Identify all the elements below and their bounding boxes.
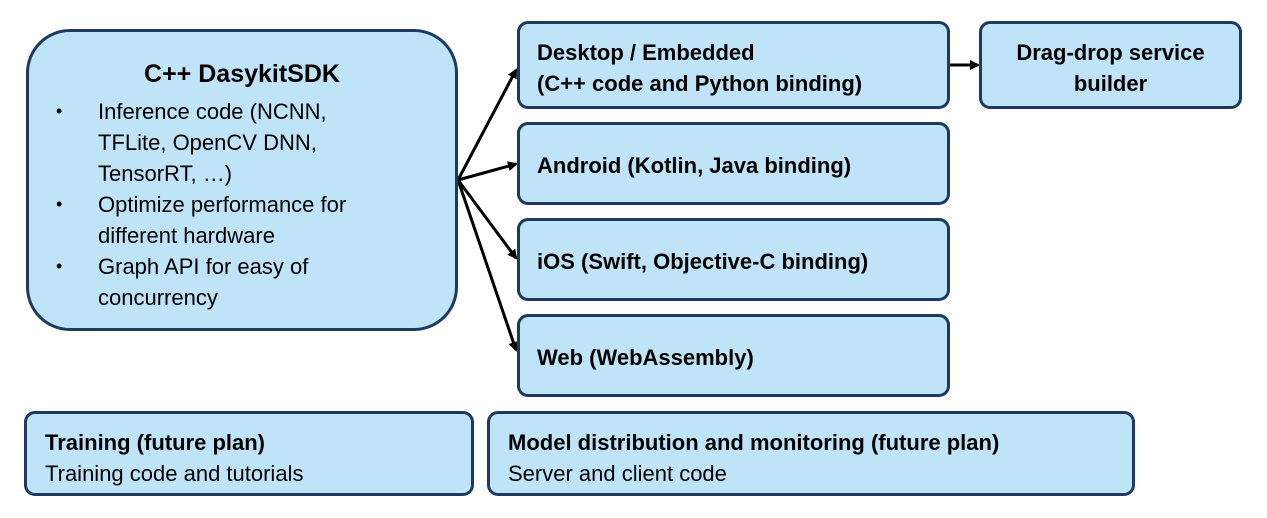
- sdk-bullet-item: • Inference code (NCNN, TFLite, OpenCV D…: [49, 96, 449, 189]
- dragdrop-builder-box: Drag-drop service builder: [979, 21, 1242, 109]
- model-distribution-subtitle: Server and client code: [508, 461, 727, 486]
- arrow-sdk-to-web: [456, 179, 519, 352]
- bullet-line: Graph API for easy of: [98, 254, 309, 279]
- android-box: Android (Kotlin, Java binding): [517, 122, 950, 205]
- bullet-line: TFLite, OpenCV DNN,: [98, 130, 317, 155]
- bullet-line: concurrency: [98, 285, 218, 310]
- ios-box: iOS (Swift, Objective-C binding): [517, 218, 950, 301]
- desktop-embedded-box: Desktop / Embedded (C++ code and Python …: [517, 21, 950, 109]
- arrow-sdk-to-android: [457, 161, 518, 182]
- bullet-symbol: •: [56, 194, 63, 214]
- training-box: Training (future plan) Training code and…: [24, 411, 474, 496]
- dragdrop-line-1: Drag-drop service: [1016, 40, 1205, 65]
- bullet-line: Inference code (NCNN,: [98, 99, 327, 124]
- desktop-line-2: (C++ code and Python binding): [537, 71, 863, 96]
- model-distribution-title: Model distribution and monitoring (futur…: [508, 430, 1000, 455]
- desktop-embedded-label: Desktop / Embedded (C++ code and Python …: [537, 37, 937, 99]
- training-title: Training (future plan): [45, 430, 265, 455]
- sdk-bullet-list: • Inference code (NCNN, TFLite, OpenCV D…: [49, 96, 449, 313]
- model-distribution-box: Model distribution and monitoring (futur…: [487, 411, 1135, 496]
- sdk-title: C++ DasykitSDK: [144, 60, 340, 88]
- training-subtitle: Training code and tutorials: [45, 461, 304, 486]
- sdk-bullet-item: • Optimize performance for different har…: [49, 189, 449, 251]
- desktop-line-1: Desktop / Embedded: [537, 40, 755, 65]
- arrow-sdk-to-desktop: [456, 68, 518, 181]
- ios-label: iOS (Swift, Objective-C binding): [537, 249, 869, 274]
- arrow-sdk-to-ios: [456, 179, 518, 260]
- sdk-bullet-item: • Graph API for easy of concurrency: [49, 251, 449, 313]
- bullet-line: TensorRT, …): [98, 161, 233, 186]
- dragdrop-label: Drag-drop service builder: [982, 37, 1239, 99]
- bullet-symbol: •: [56, 256, 63, 276]
- android-label: Android (Kotlin, Java binding): [537, 153, 852, 178]
- bullet-symbol: •: [56, 101, 63, 121]
- sdk-box: C++ DasykitSDK • Inference code (NCNN, T…: [26, 29, 458, 331]
- web-label: Web (WebAssembly): [537, 345, 754, 370]
- bullet-line: Optimize performance for: [98, 192, 347, 217]
- bullet-line: different hardware: [98, 223, 275, 248]
- dragdrop-line-2: builder: [1073, 71, 1148, 96]
- web-box: Web (WebAssembly): [517, 314, 950, 397]
